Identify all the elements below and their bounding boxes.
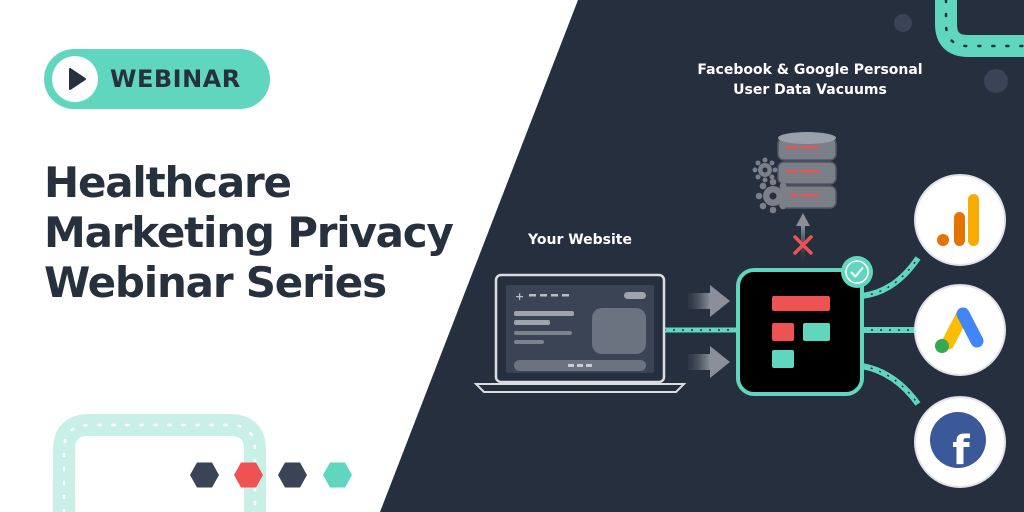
hexagon-red bbox=[234, 462, 263, 488]
data-vacuums-caption-line-2: User Data Vacuums bbox=[733, 82, 887, 98]
decor-dot-1 bbox=[894, 14, 912, 32]
flow-arrow-1 bbox=[688, 285, 730, 317]
facebook-icon: f bbox=[914, 396, 1006, 488]
title-line-1: Healthcare bbox=[44, 158, 292, 207]
data-vacuums-caption: Facebook & Google Personal User Data Vac… bbox=[660, 60, 960, 100]
decor-track-left bbox=[53, 414, 266, 512]
decor-dot-2 bbox=[984, 69, 1008, 93]
decor-track-right bbox=[935, 0, 1024, 57]
title-line-3: Webinar Series bbox=[44, 258, 387, 307]
laptop-icon: + bbox=[473, 273, 687, 393]
flow-arrow-2 bbox=[688, 346, 730, 378]
webinar-label: WEBINAR bbox=[110, 65, 241, 93]
check-icon bbox=[841, 256, 873, 288]
hexagon-dark-1 bbox=[190, 462, 219, 488]
title-line-2: Marketing Privacy bbox=[44, 208, 454, 257]
gear-icon bbox=[752, 157, 791, 214]
page-title: Healthcare Marketing Privacy Webinar Ser… bbox=[44, 158, 484, 308]
database-icon bbox=[777, 132, 837, 209]
blocked-x-icon bbox=[793, 235, 813, 255]
hexagon-teal bbox=[323, 462, 352, 488]
play-icon bbox=[52, 56, 98, 102]
svg-text:f: f bbox=[952, 428, 970, 474]
data-vacuums-caption-line-1: Facebook & Google Personal bbox=[697, 62, 923, 78]
google-ads-icon bbox=[914, 284, 1006, 376]
webinar-badge: WEBINAR bbox=[44, 49, 270, 109]
svg-text:+: + bbox=[515, 290, 524, 303]
your-website-caption: Your Website bbox=[528, 232, 632, 248]
app-logo-icon bbox=[736, 268, 864, 396]
hexagon-dark-2 bbox=[278, 462, 307, 488]
service-connectors bbox=[861, 256, 921, 406]
google-analytics-icon bbox=[914, 174, 1006, 266]
